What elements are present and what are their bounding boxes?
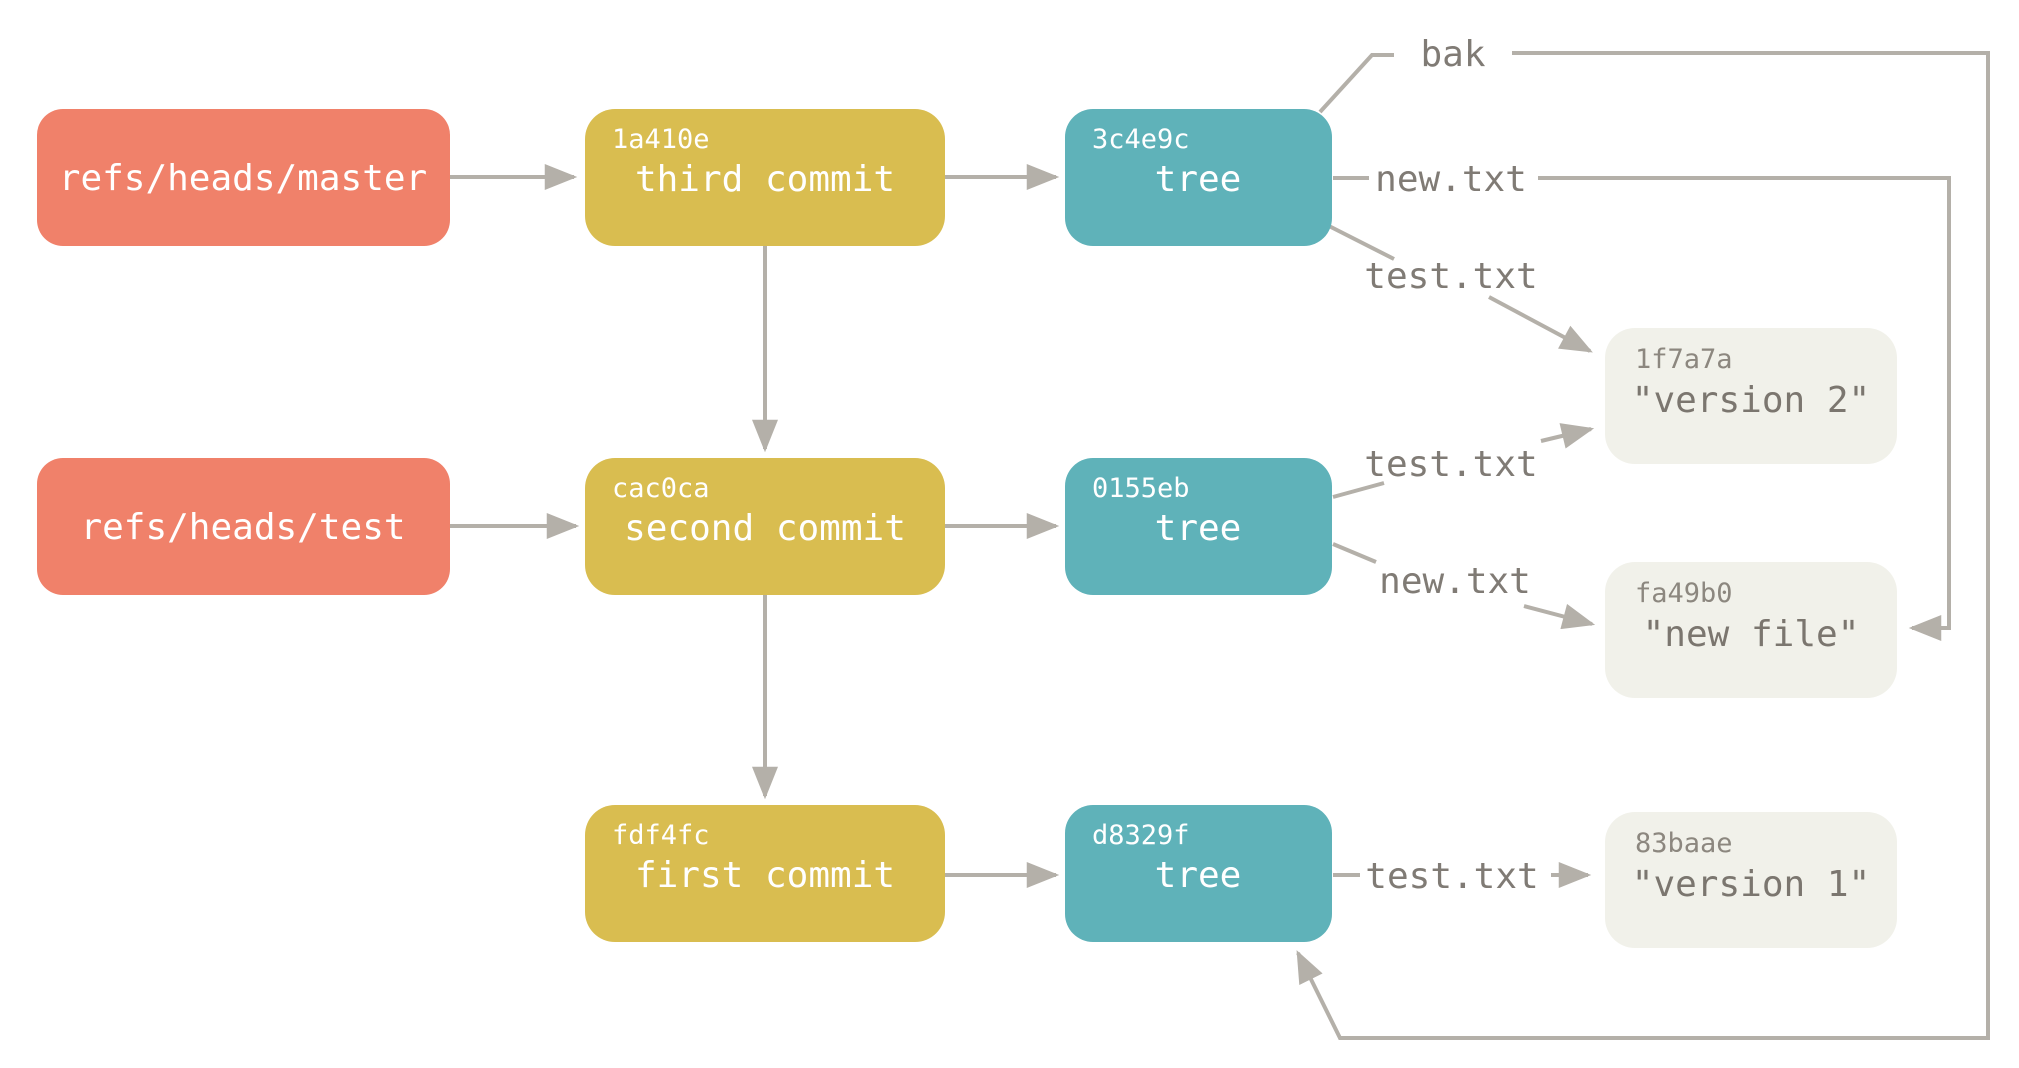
edge-bak-stub (1318, 53, 1394, 114)
edge-label-bottom-test-txt: test.txt (1365, 856, 1538, 897)
blob-version2-label: "version 2" (1632, 380, 1870, 421)
tree-third-box (1065, 109, 1332, 246)
ref-master-box (37, 109, 450, 246)
node-tree-first: d8329f tree (1065, 805, 1332, 942)
node-ref-master: refs/heads/master (37, 109, 450, 246)
tree-first-hash: d8329f (1092, 820, 1190, 851)
commit-first-hash: fdf4fc (612, 820, 710, 851)
tree-first-box (1065, 805, 1332, 942)
blob-version1-box (1605, 812, 1897, 948)
tree-second-hash: 0155eb (1092, 473, 1190, 504)
edge-top-newtxt-to-newfile-blob (1538, 176, 1951, 641)
node-blob-new-file: fa49b0 "new file" (1605, 562, 1897, 698)
edge-labels: bak new.txt test.txt test.txt new.txt te… (1364, 34, 1538, 897)
edge-bak-to-first-tree (1296, 51, 1990, 1040)
edge-top-testtxt-to-version2-blob (1488, 295, 1593, 353)
commit-third-box (585, 109, 945, 246)
node-ref-test: refs/heads/test (37, 458, 450, 595)
ref-test-box (37, 458, 450, 595)
node-blob-version1: 83baae "version 1" (1605, 812, 1897, 948)
edge-label-top-new-txt: new.txt (1375, 159, 1527, 200)
tree-second-label: tree (1155, 508, 1242, 549)
edge-label-bak: bak (1420, 34, 1485, 75)
node-tree-third: 3c4e9c tree (1065, 109, 1332, 246)
blob-new-file-label: "new file" (1643, 614, 1860, 655)
commit-second-hash: cac0ca (612, 473, 710, 504)
node-commit-second: cac0ca second commit (585, 458, 945, 595)
blob-version2-box (1605, 328, 1897, 464)
tree-first-label: tree (1155, 855, 1242, 896)
node-commit-first: fdf4fc first commit (585, 805, 945, 942)
commit-third-hash: 1a410e (612, 124, 710, 155)
commit-second-label: second commit (624, 508, 906, 549)
node-blob-version2: 1f7a7a "version 2" (1605, 328, 1897, 464)
edge-mid-testtxt-stub (1332, 481, 1385, 499)
edge-mid-newtxt-stub (1332, 542, 1377, 564)
edges (448, 51, 1990, 1040)
commit-third-label: third commit (635, 159, 895, 200)
edge-top-testtxt-stub (1326, 223, 1395, 261)
blob-new-file-hash: fa49b0 (1635, 578, 1733, 609)
commit-first-box (585, 805, 945, 942)
edge-label-mid-new-txt: new.txt (1379, 561, 1531, 602)
edge-mid-newtxt-to-newfile-blob (1523, 603, 1596, 630)
tree-third-hash: 3c4e9c (1092, 124, 1190, 155)
blob-version1-label: "version 1" (1632, 864, 1870, 905)
blob-version2-hash: 1f7a7a (1635, 344, 1733, 375)
tree-third-label: tree (1155, 159, 1242, 200)
ref-test-label: refs/heads/test (80, 507, 405, 548)
tree-second-box (1065, 458, 1332, 595)
node-commit-third: 1a410e third commit (585, 109, 945, 246)
commit-first-label: first commit (635, 855, 895, 896)
node-tree-second: 0155eb tree (1065, 458, 1332, 595)
blob-version1-hash: 83baae (1635, 828, 1733, 859)
commit-second-box (585, 458, 945, 595)
edge-label-mid-test-txt: test.txt (1364, 444, 1537, 485)
blob-new-file-box (1605, 562, 1897, 698)
edge-label-top-test-txt: test.txt (1364, 256, 1537, 297)
edge-mid-testtxt-to-version2-blob (1540, 423, 1595, 449)
ref-master-label: refs/heads/master (59, 158, 427, 199)
